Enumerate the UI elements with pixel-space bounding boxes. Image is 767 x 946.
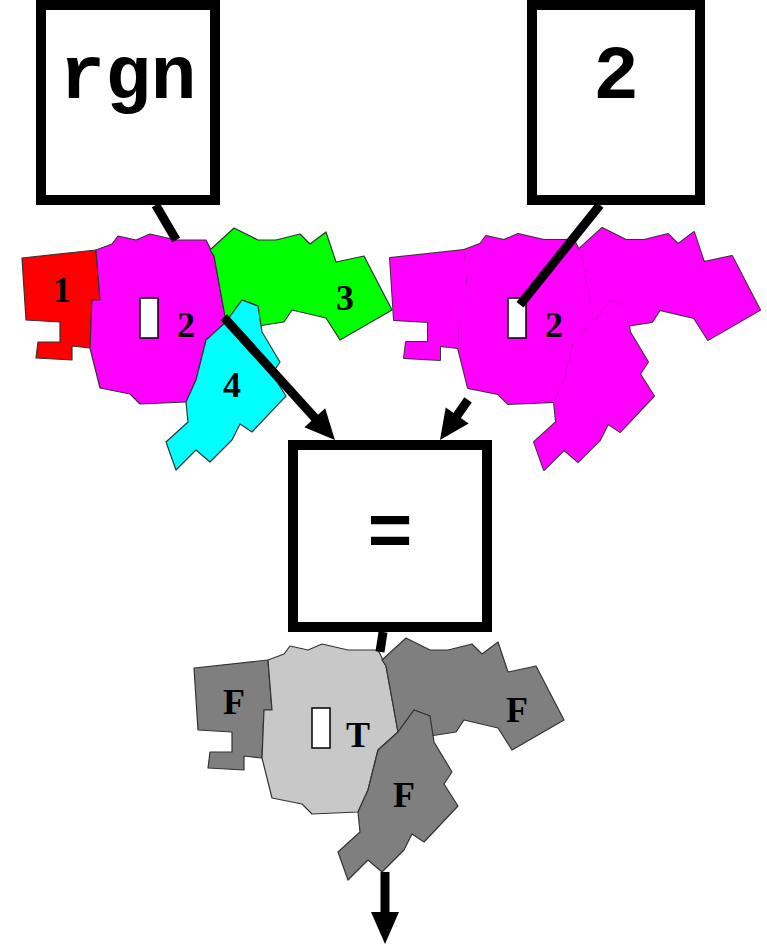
region-label: 2 — [545, 307, 563, 343]
operand-box: rgn — [36, 0, 221, 205]
connector-line — [156, 205, 176, 240]
arrow-head — [304, 408, 335, 440]
region-outline — [338, 710, 458, 880]
operator-box: = — [288, 440, 492, 632]
white-marker — [508, 298, 526, 338]
connector-line — [520, 205, 600, 305]
box-label: 2 — [593, 40, 639, 116]
region-label: 3 — [336, 280, 354, 316]
connector-line — [380, 632, 383, 652]
region-label: F — [506, 692, 528, 728]
box-label: = — [367, 498, 413, 574]
region-fill — [534, 300, 654, 470]
white-marker — [140, 298, 158, 338]
output-arrow-head — [371, 912, 399, 944]
connector — [440, 400, 469, 440]
region-label: F — [223, 684, 245, 720]
output-arrow-shaft — [381, 872, 390, 916]
constant-map: 2 — [388, 226, 762, 472]
operand-box: 2 — [527, 0, 705, 205]
region-label: T — [346, 717, 370, 753]
white-marker — [312, 708, 330, 748]
connector-line — [456, 400, 468, 417]
region-label: 2 — [177, 307, 195, 343]
arrow-head — [440, 407, 469, 440]
region-outline — [390, 250, 468, 360]
region-fill — [390, 250, 468, 360]
region-outline — [194, 660, 272, 770]
region-label: 1 — [53, 272, 71, 308]
region-label: F — [393, 777, 415, 813]
region-label: 4 — [223, 367, 241, 403]
connector — [224, 317, 335, 440]
connector — [156, 205, 176, 240]
region-outline — [166, 300, 286, 470]
region-outline — [22, 250, 100, 360]
connector — [380, 632, 383, 652]
box-label: rgn — [60, 40, 197, 116]
region-shape — [388, 226, 762, 472]
connector — [520, 205, 600, 305]
connector-line — [224, 317, 316, 419]
